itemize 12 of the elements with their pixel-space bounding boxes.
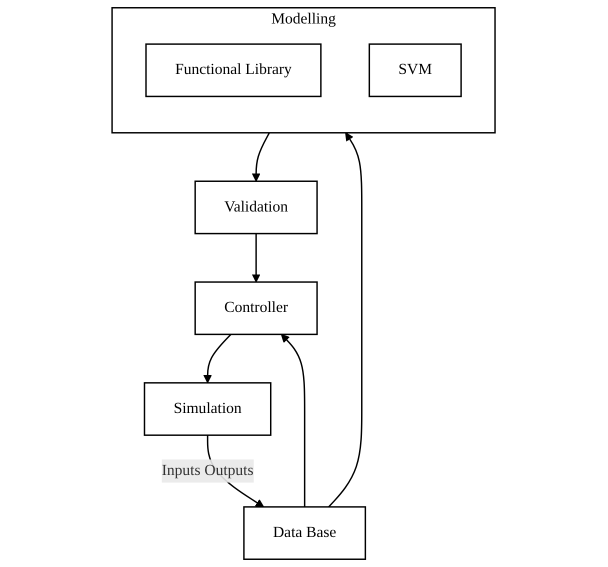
node-box: Validation [194,180,318,234]
arrow [281,334,306,507]
arrow [252,132,270,182]
node-box: SVM [369,43,462,98]
node-box: Functional Library [146,43,322,98]
arrow [204,334,232,384]
edge-label: Inputs Outputs [162,462,254,479]
node-box: Simulation [144,382,272,436]
node-box: Data Base [244,506,367,560]
node-box: Controller [194,281,318,336]
arrow [252,234,261,282]
arrow [328,132,363,508]
